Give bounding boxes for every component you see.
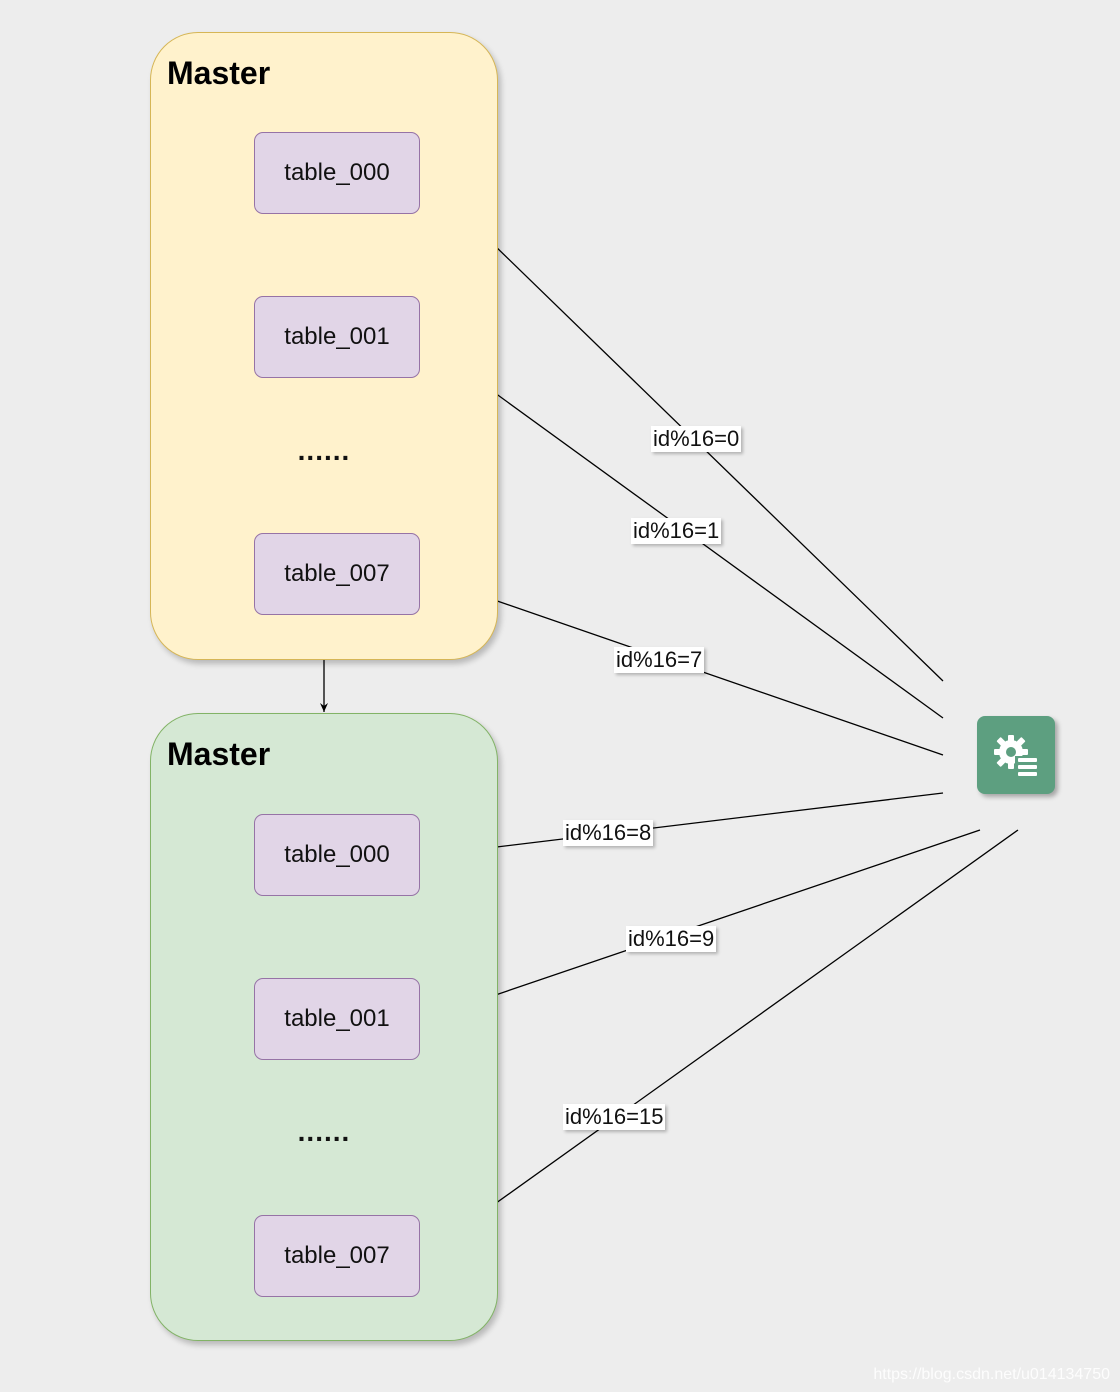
- ellipsis: ......: [297, 1116, 351, 1147]
- master-title: Master: [167, 55, 271, 91]
- master-group-1: Master table_000 table_001 ...... table_…: [150, 32, 498, 660]
- master-group-2: Master table_000 table_001 ...... table_…: [150, 713, 498, 1341]
- edge-label: id%16=15: [563, 1104, 666, 1130]
- ellipsis: ......: [297, 435, 351, 466]
- edge-id16-15: [421, 829, 1019, 1257]
- router-node[interactable]: [977, 716, 1055, 794]
- edge-label: id%16=7: [614, 647, 705, 673]
- edge-label: id%16=9: [626, 926, 717, 952]
- edge-label: id%16=0: [651, 426, 742, 452]
- gear-hole: [1006, 747, 1016, 757]
- edge-id16-9: [421, 829, 981, 1021]
- table-node[interactable]: table_007: [254, 533, 420, 615]
- table-node[interactable]: table_000: [254, 132, 420, 214]
- table-node[interactable]: table_001: [254, 978, 420, 1060]
- edge-label: id%16=1: [631, 518, 722, 544]
- gear-list-icon: [994, 735, 1039, 778]
- table-node[interactable]: table_001: [254, 296, 420, 378]
- master-title: Master: [167, 736, 271, 772]
- table-node[interactable]: table_007: [254, 1215, 420, 1297]
- edge-label: id%16=8: [563, 820, 654, 846]
- watermark: https://blog.csdn.net/u014134750: [873, 1366, 1110, 1383]
- edge-id16-8: [421, 792, 944, 859]
- table-node[interactable]: table_000: [254, 814, 420, 896]
